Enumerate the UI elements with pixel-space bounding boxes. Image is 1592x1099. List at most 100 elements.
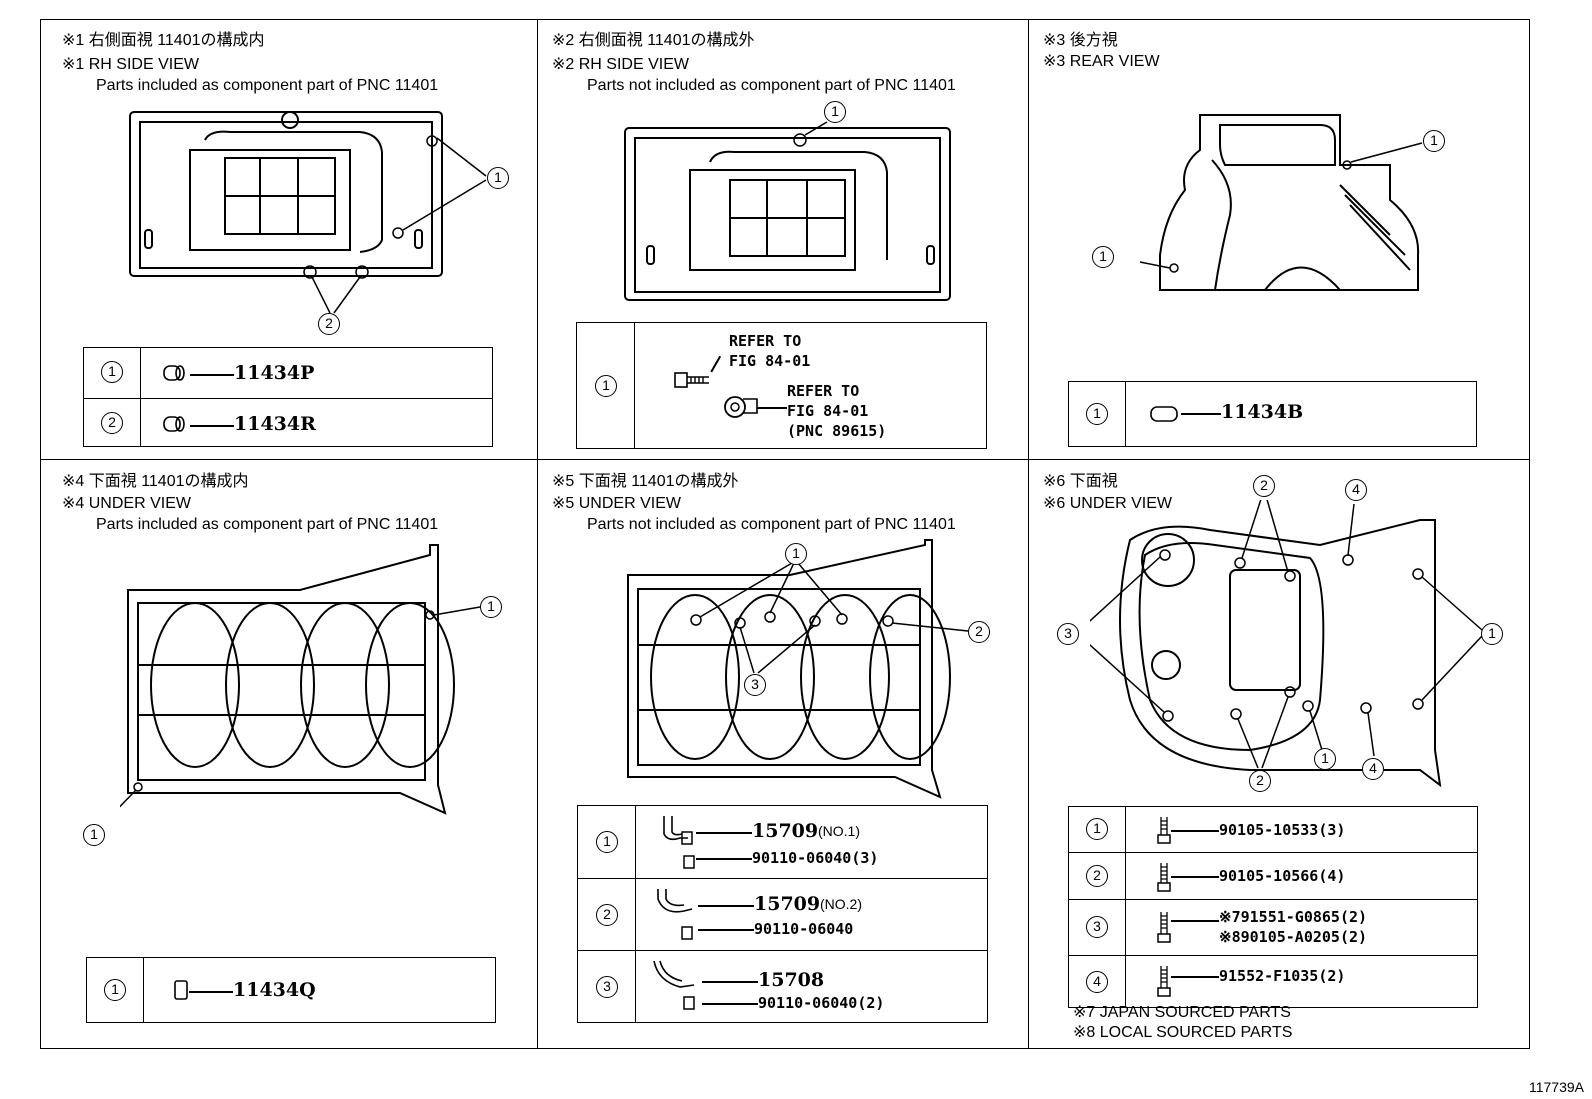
row-number: 2: [596, 904, 618, 926]
bolt-number: 90110-06040: [754, 920, 854, 938]
row-number: 1: [1086, 403, 1108, 425]
part-number: 90105-10533(3): [1219, 821, 1346, 839]
parts-table: 1 90105-10533(3) 2 90105-10566(4) 3 ※791…: [1068, 806, 1478, 1008]
callout-1: 1: [1092, 246, 1114, 268]
bolt-icon: [1157, 817, 1171, 844]
diagram-frame: [40, 19, 1530, 1049]
grid-divider: [1028, 19, 1029, 1049]
part-number: 11434Q: [233, 979, 316, 1001]
callout-3: 3: [1057, 623, 1079, 645]
callout-1: 1: [480, 596, 502, 618]
parts-row: 1 15709 (NO.1) 90110-06040(3): [578, 806, 987, 878]
panel-header-en: ※4 UNDER VIEW: [62, 495, 191, 512]
parts-row: 1 11434Q: [87, 958, 495, 1023]
parts-row: 1 11434B: [1069, 382, 1476, 447]
part-note: (NO.2): [820, 896, 862, 912]
parts-row: 2 90105-10566(4): [1069, 852, 1477, 900]
oil-pan-under-figure: [1090, 500, 1483, 788]
plug-icon: [163, 365, 185, 381]
panel-header-desc: Parts included as component part of PNC …: [96, 77, 439, 94]
engine-block-under-figure: [120, 544, 481, 815]
grid-divider: [40, 459, 1530, 460]
parts-row: 2 11434R: [84, 398, 492, 448]
row-number: 1: [596, 831, 618, 853]
parts-row: 3 ※791551-G0865(2) ※890105-A0205(2): [1069, 899, 1477, 956]
parts-table: 1 REFER TO FIG 84-01 REFER TO FIG 84-01 …: [576, 322, 987, 449]
footnote: ※7 JAPAN SOURCED PARTS: [1073, 1004, 1291, 1021]
plug-icon: [163, 416, 185, 432]
callout-4: 4: [1345, 479, 1367, 501]
panel-header-en: ※3 REAR VIEW: [1043, 53, 1160, 70]
parts-row: 2 15709 (NO.2) 90110-06040: [578, 878, 987, 951]
row-number: 3: [596, 976, 618, 998]
part-number: 11434B: [1221, 401, 1304, 423]
row-number: 2: [101, 412, 123, 434]
bolt-icon: [1157, 912, 1171, 943]
engine-block-under-figure: [627, 539, 969, 799]
engine-block-rear-figure: [1140, 114, 1423, 291]
callout-2: 2: [1249, 770, 1271, 792]
row-number: 1: [104, 979, 126, 1001]
row-number: 1: [595, 375, 617, 397]
panel-header-desc: Parts not included as component part of …: [587, 77, 956, 94]
callout-4: 4: [1362, 758, 1384, 780]
dowel-pin-icon: [174, 980, 188, 1000]
panel-header-en: ※5 UNDER VIEW: [552, 495, 681, 512]
oil-jet-icon: [653, 960, 695, 1010]
panel-header-jp: ※2 右側面視 11401の構成外: [552, 32, 755, 49]
part-number: 15709: [752, 820, 819, 842]
parts-row: 4 91552-F1035(2): [1069, 955, 1477, 1009]
bolt-number: 90110-06040(3): [752, 849, 879, 867]
illustration-id: 117739A: [1528, 1079, 1584, 1095]
part-number: 11434R: [234, 413, 316, 435]
bolt-icon: [674, 372, 709, 388]
part-note: (NO.1): [818, 823, 860, 839]
plug-icon: [1150, 406, 1178, 422]
callout-2: 2: [318, 313, 340, 335]
knock-sensor-icon: [724, 396, 758, 418]
panel-header-en: ※1 RH SIDE VIEW: [62, 56, 199, 73]
row-number: 3: [1086, 916, 1108, 938]
part-number: 15708: [758, 969, 825, 991]
row-number: 2: [1086, 865, 1108, 887]
panel-header-jp: ※4 下面視 11401の構成内: [62, 473, 249, 490]
panel-header-jp: ※6 下面視: [1043, 473, 1118, 490]
oil-jet-icon: [657, 889, 693, 940]
oil-jet-icon: [663, 816, 695, 869]
engine-block-rh-side-figure: [624, 121, 951, 301]
part-number: ※890105-A0205(2): [1219, 928, 1368, 946]
panel-header-jp: ※3 後方視: [1043, 32, 1118, 49]
callout-3: 3: [744, 674, 766, 696]
callout-1: 1: [785, 543, 807, 565]
panel-header-jp: ※5 下面視 11401の構成外: [552, 473, 739, 490]
panel-header-en: ※6 UNDER VIEW: [1043, 495, 1172, 512]
callout-2: 2: [1253, 475, 1275, 497]
parts-row: 1 90105-10533(3): [1069, 807, 1477, 852]
engine-block-rh-side-figure: [129, 111, 487, 314]
callout-1: 1: [824, 101, 846, 123]
callout-1: 1: [83, 824, 105, 846]
row-number: 4: [1086, 971, 1108, 993]
parts-table: 1 11434Q: [86, 957, 496, 1023]
panel-header-desc: Parts included as component part of PNC …: [96, 516, 439, 533]
callout-1: 1: [1314, 748, 1336, 770]
part-number: 91552-F1035(2): [1219, 967, 1346, 985]
panel-header-jp: ※1 右側面視 11401の構成内: [62, 32, 265, 49]
callout-1: 1: [1423, 130, 1445, 152]
parts-row: 1 11434P: [84, 348, 492, 398]
part-number: ※791551-G0865(2): [1219, 908, 1368, 926]
callout-2: 2: [968, 621, 990, 643]
callout-1: 1: [1481, 623, 1503, 645]
panel-header-en: ※2 RH SIDE VIEW: [552, 56, 689, 73]
part-number: 15709: [754, 893, 821, 915]
parts-table: 1 15709 (NO.1) 90110-06040(3) 2 15709 (N…: [577, 805, 988, 1023]
parts-table: 1 11434P 2 11434R: [83, 347, 493, 447]
panel-header-desc: Parts not included as component part of …: [587, 516, 956, 533]
refer-note: REFER TO FIG 84-01: [729, 332, 811, 370]
refer-note: REFER TO FIG 84-01 (PNC 89615): [787, 382, 887, 440]
part-number: 90105-10566(4): [1219, 867, 1346, 885]
bolt-icon: [1157, 863, 1171, 892]
parts-row: 1 REFER TO FIG 84-01 REFER TO FIG 84-01 …: [577, 323, 986, 449]
bolt-icon: [1157, 966, 1171, 997]
bolt-number: 90110-06040(2): [758, 994, 885, 1012]
